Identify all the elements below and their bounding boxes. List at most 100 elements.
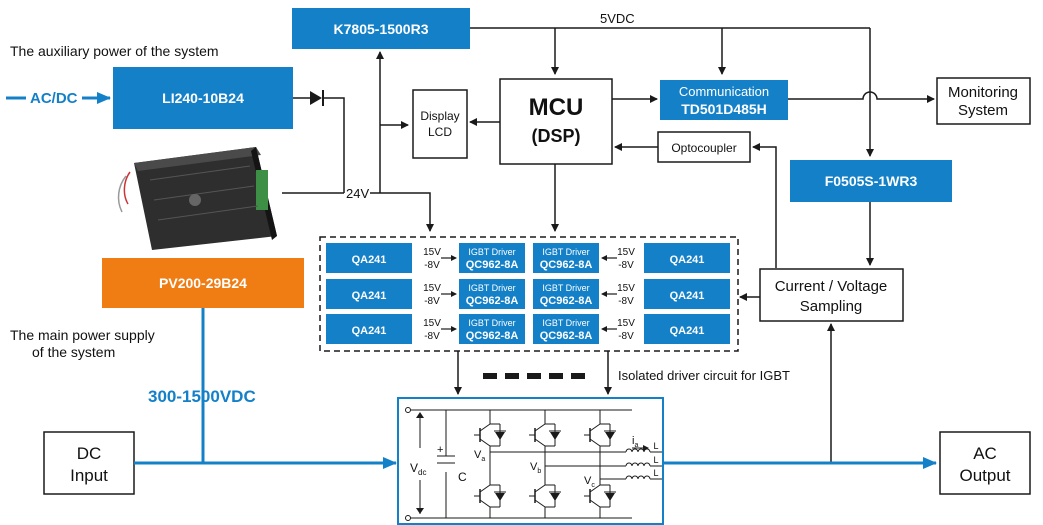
igbt-driver-left-title: IGBT Driver	[468, 283, 515, 293]
v24-to-drivers-arrow	[370, 192, 434, 232]
sampling-to-opto-arrow	[752, 143, 777, 268]
capacitor-plus: +	[437, 444, 443, 456]
qa241-right-label: QA241	[670, 325, 705, 337]
pv200-module-image	[117, 147, 277, 250]
dc-input-block	[43, 431, 135, 495]
dc-input-label-1: DC	[77, 444, 102, 463]
igbt-driver-left-title: IGBT Driver	[468, 247, 515, 257]
qa241-left-label: QA241	[352, 325, 387, 337]
optocoupler-block	[657, 131, 751, 163]
v15-left-label: 15V	[423, 247, 441, 258]
qc962-right-label: QC962-8A	[540, 330, 593, 342]
igbt-driver-right-title: IGBT Driver	[542, 247, 589, 257]
v8-right-label: -8V	[618, 296, 634, 307]
qa241-left-label: QA241	[352, 254, 387, 266]
5vdc-label: 5VDC	[600, 11, 635, 26]
v8-left-label: -8V	[424, 260, 440, 271]
inverter-leg: L	[529, 410, 662, 518]
ac-output-label-2: Output	[959, 466, 1010, 485]
vdc-arrow-bottom	[416, 508, 424, 514]
dc-input-label-2: Input	[70, 466, 108, 485]
system-label: System	[958, 102, 1008, 119]
qa241-right-block	[644, 279, 730, 309]
qa241-left-block	[326, 243, 412, 273]
vb-symbol: Vb	[530, 461, 541, 475]
continuation-dots	[483, 373, 585, 379]
igbt-driver-right-title: IGBT Driver	[542, 318, 589, 328]
qc962-left-label: QC962-8A	[466, 295, 519, 307]
display-lcd-block	[412, 89, 468, 159]
qa241-right-block	[644, 314, 730, 344]
qa241-left-block	[326, 279, 412, 309]
td501-label: TD501D485H	[681, 101, 767, 117]
communication-block	[660, 80, 788, 120]
inverter-leg: L	[474, 410, 662, 518]
inverter-legs: LLL	[474, 410, 662, 518]
igbt-driver-left-block	[459, 279, 525, 309]
f0505-block	[790, 160, 952, 202]
v8-right-label: -8V	[618, 331, 634, 342]
igbt-driver-left-title: IGBT Driver	[468, 318, 515, 328]
qc962-left-label: QC962-8A	[466, 259, 519, 271]
v15-left-label: 15V	[423, 318, 441, 329]
li240-label: LI240-10B24	[162, 90, 244, 106]
comm-to-monitor-arrow	[788, 91, 935, 103]
igbt-driver-right-block	[533, 314, 599, 344]
ia-symbol: ia	[632, 435, 638, 449]
v8-left-label: -8V	[424, 331, 440, 342]
v24-label: 24V	[346, 186, 369, 201]
main-power-title-1: The main power supply	[10, 327, 155, 343]
monitoring-system-block	[936, 77, 1031, 125]
inductor-label: L	[653, 441, 658, 451]
sampling-label-2: Sampling	[800, 298, 863, 315]
inductor-label: L	[653, 468, 658, 478]
driver-array-frame	[319, 236, 739, 352]
ac-output-label-1: AC	[973, 444, 997, 463]
igbt-driver-right-block	[533, 279, 599, 309]
li240-block	[113, 67, 293, 129]
pv200-label: PV200-29B24	[159, 275, 247, 291]
diode-icon	[310, 91, 322, 105]
dsp-label: (DSP)	[532, 126, 581, 146]
v15-left-label: 15V	[423, 283, 441, 294]
qa241-right-block	[644, 243, 730, 273]
igbt-driver-right-title: IGBT Driver	[542, 283, 589, 293]
qc962-right-label: QC962-8A	[540, 295, 593, 307]
communication-label: Communication	[679, 84, 769, 99]
pv200-block	[102, 258, 304, 308]
ac-output-block	[939, 431, 1031, 495]
capacitor-c: C	[458, 470, 467, 484]
qa241-right-label: QA241	[670, 254, 705, 266]
igbt-driver-left-block	[459, 243, 525, 273]
vdc-arrow-top	[416, 412, 424, 418]
qa241-left-label: QA241	[352, 290, 387, 302]
lcd-label: LCD	[428, 125, 452, 139]
qc962-right-label: QC962-8A	[540, 259, 593, 271]
v8-right-label: -8V	[618, 260, 634, 271]
sampling-label-1: Current / Voltage	[775, 278, 888, 295]
monitoring-label: Monitoring	[948, 84, 1018, 101]
inverter-frame	[397, 397, 664, 525]
v15-right-label: 15V	[617, 318, 635, 329]
inverter-bridge-schematic	[405, 407, 632, 521]
display-label: Display	[420, 109, 459, 123]
sampling-block	[759, 268, 904, 322]
igbt-driver-right-block	[533, 243, 599, 273]
qc962-left-label: QC962-8A	[466, 330, 519, 342]
vdc-symbol: Vdc	[410, 461, 426, 477]
diode-to-24v-line	[323, 97, 345, 193]
vc-symbol: Vc	[584, 475, 595, 489]
k7805-block	[292, 8, 470, 49]
k7805-label: K7805-1500R3	[334, 21, 429, 37]
inverter-leg: L	[584, 410, 662, 518]
inductor-label: L	[653, 455, 658, 465]
acdc-label: AC/DC	[30, 90, 78, 107]
mcu-block	[499, 78, 613, 165]
v15-right-label: 15V	[617, 247, 635, 258]
va-symbol: Va	[474, 449, 485, 463]
vdc-range-label: 300-1500VDC	[148, 387, 256, 406]
